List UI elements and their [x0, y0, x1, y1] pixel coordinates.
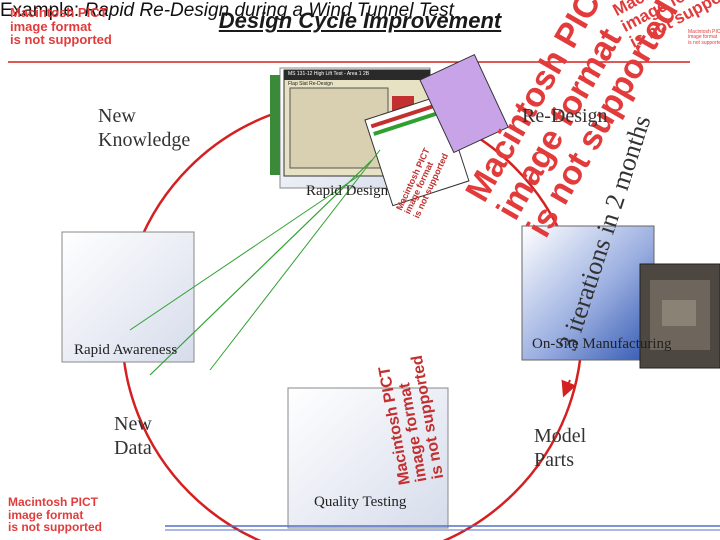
screenshot-header: MS 131-12 High Lift Test - Area 1 2B	[288, 71, 370, 77]
pict-placeholder-bottom-left: Macintosh PICT image format is not suppo…	[8, 495, 102, 535]
label-new-data: New Data	[114, 413, 152, 459]
pict-placeholder-top-right: Macintosh PICT image format is not suppo…	[688, 29, 720, 46]
quality-testing-box	[287, 387, 449, 529]
label-rapid-awareness: Rapid Awareness	[74, 342, 178, 358]
page-subtitle: Example: Rapid Re-Design during a Wind T…	[0, 0, 720, 22]
subtitle-emphasis: Rapid Re-Design during a Wind Tunnel Tes…	[84, 0, 454, 21]
label-rapid-design: Rapid Design	[306, 183, 389, 199]
label-new-knowledge: New Knowledge	[98, 105, 191, 151]
rapid-awareness-box	[61, 231, 195, 363]
pict-placeholder-top-left: Macintosh PICT image format is not suppo…	[10, 5, 112, 48]
label-redesign: Re-Design	[522, 105, 608, 127]
label-quality-testing: Quality Testing	[314, 494, 407, 510]
page-title: Design Cycle Improvement	[218, 8, 502, 33]
label-onsite-manufacturing: On-Site Manufacturing	[532, 336, 672, 352]
label-model-parts: Model Parts	[534, 425, 587, 471]
link-line-1	[149, 159, 373, 376]
screenshot-subheader: Flap Slat Re-Design	[288, 81, 333, 87]
subtitle-prefix: Example:	[0, 0, 85, 21]
onsite-box	[521, 225, 655, 361]
